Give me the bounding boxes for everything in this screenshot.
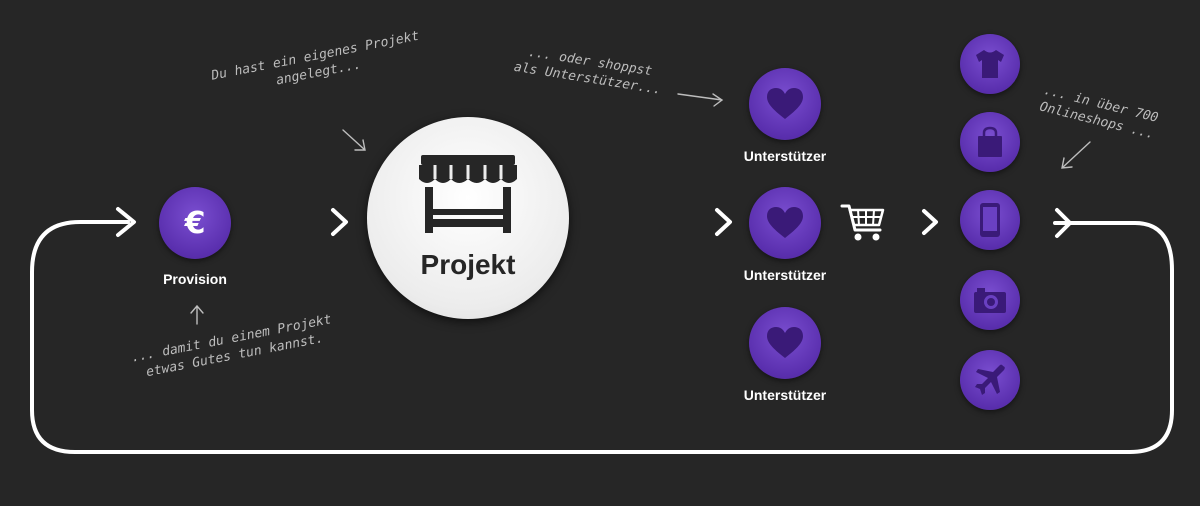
- heart-icon: [767, 88, 803, 119]
- euro-icon: €: [184, 206, 206, 241]
- note-arrow-provision: [190, 304, 204, 325]
- note-arrow-project: [342, 129, 366, 151]
- supporter-circle-1: [749, 68, 821, 140]
- shop-circle-bag: [960, 112, 1020, 172]
- shop-stall-icon: [419, 155, 517, 233]
- shop-circle-fashion: [960, 34, 1020, 94]
- note-arrow-shop: [677, 93, 724, 107]
- provision-label: Provision: [163, 271, 227, 287]
- supporter-circle-3: [749, 307, 821, 379]
- loop-start-arrowhead: [1055, 208, 1072, 238]
- camera-icon: [974, 288, 1006, 313]
- projekt-label: Projekt: [420, 249, 516, 280]
- smartphone-icon: [980, 203, 1000, 237]
- provision-circle: €: [159, 187, 231, 259]
- shopping-cart-icon: [840, 204, 885, 241]
- shop-circle-travel: [960, 350, 1020, 410]
- note-arrow-onlineshops: [1061, 141, 1091, 169]
- loop-arrowhead: [116, 207, 136, 237]
- heart-icon: [767, 207, 803, 238]
- shop-circle-photo: [960, 270, 1020, 330]
- supporter-label-1: Unterstützer: [743, 148, 827, 164]
- shopping-bag-icon: [978, 126, 1002, 157]
- shop-circle-electronics: [960, 190, 1020, 250]
- projekt-circle: Projekt: [367, 117, 569, 319]
- supporter-circle-2: [749, 187, 821, 259]
- airplane-icon: [975, 364, 1005, 395]
- svg-text:€: €: [184, 206, 206, 241]
- tshirt-icon: [976, 50, 1004, 78]
- supporter-label-2: Unterstützer: [743, 267, 827, 283]
- heart-icon: [767, 327, 803, 358]
- supporter-label-3: Unterstützer: [743, 387, 827, 403]
- loop-arrow: [30, 220, 1174, 454]
